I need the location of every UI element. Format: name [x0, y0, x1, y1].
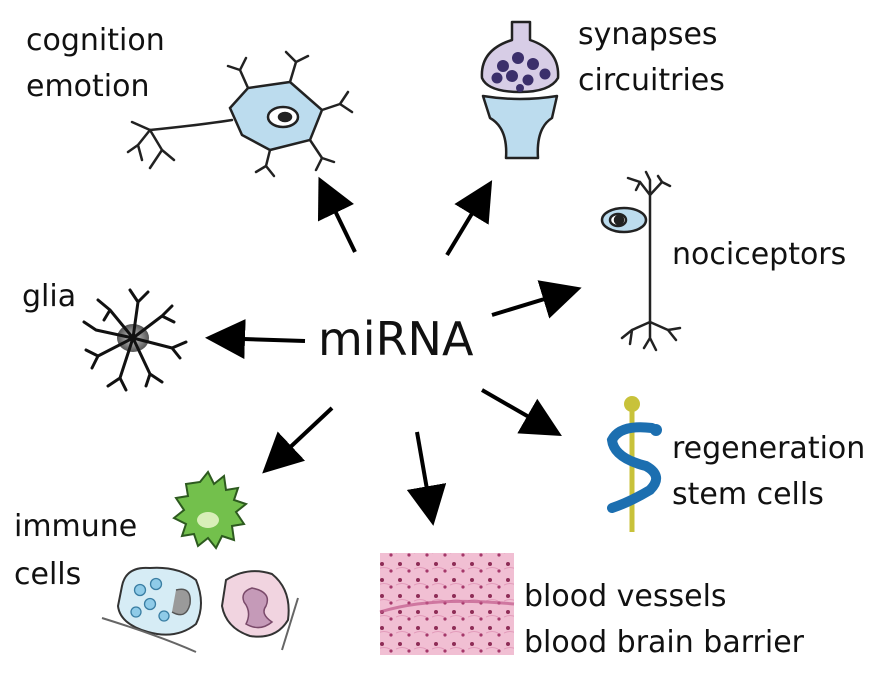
arrow-to-immune: [262, 406, 334, 474]
label-blood-vessels: blood vessels: [524, 579, 727, 614]
neuron-icon: [126, 50, 354, 178]
arrow-to-neuron: [317, 176, 357, 253]
arrows: [205, 176, 582, 526]
immune-cell-green: [172, 470, 249, 550]
label-emotion: emotion: [26, 69, 150, 104]
nociceptor-icon: [600, 170, 682, 352]
center-label: miRNA: [318, 312, 474, 366]
arrow-to-glia: [205, 319, 306, 360]
label-regeneration: regeneration: [672, 431, 866, 466]
label-cognition: cognition: [26, 23, 165, 58]
label-blood-brain-barrier: blood brain barrier: [524, 625, 805, 660]
arrow-to-regeneration: [481, 388, 562, 436]
label-synapses: synapses: [578, 17, 718, 52]
caduceus-icon: [606, 396, 662, 532]
synapse-icon: [480, 20, 560, 160]
label-immune: immune: [14, 509, 138, 544]
label-circuitries: circuitries: [578, 63, 725, 98]
label-cells: cells: [14, 557, 82, 592]
label-glia: glia: [22, 279, 77, 314]
glia-icon: [82, 288, 188, 392]
label-nociceptors: nociceptors: [672, 237, 847, 272]
arrow-to-blood: [406, 431, 447, 526]
arrow-to-synapse: [445, 180, 493, 257]
immune-cells-icon: [101, 470, 299, 653]
arrow-to-nociceptors: [491, 280, 582, 319]
label-stem-cells: stem cells: [672, 477, 824, 512]
blood-tissue-icon: [379, 553, 515, 655]
